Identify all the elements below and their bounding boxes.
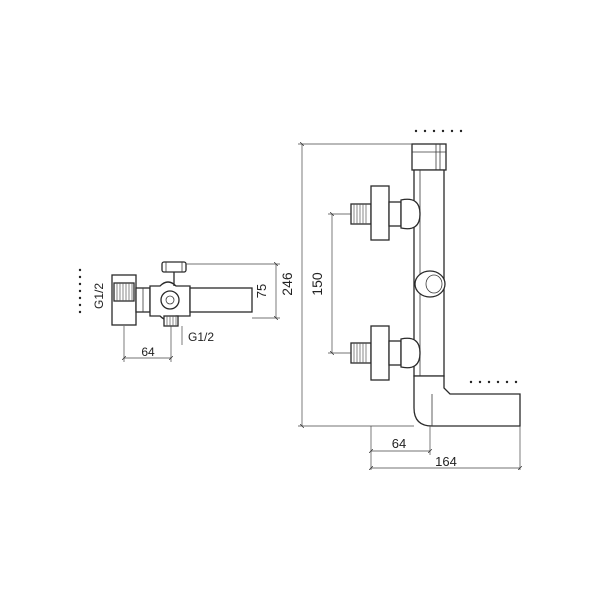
front-upper-connector — [350, 185, 421, 241]
front-top-cap — [411, 143, 447, 171]
front-lower-connector — [350, 325, 421, 381]
front-spout-length-label: 164 — [435, 454, 457, 469]
side-view: 75 64 G1/2 G1/2 — [78, 261, 280, 362]
front-total-height-label: 246 — [279, 272, 295, 296]
front-spout-dots — [469, 380, 518, 384]
side-depth-label: 64 — [141, 345, 155, 359]
side-thread-label: G1/2 — [92, 283, 106, 309]
front-center-distance-label: 150 — [309, 272, 325, 296]
side-wall-dots — [78, 268, 82, 314]
side-thread-nipple — [113, 282, 135, 302]
side-valve-knob — [160, 290, 180, 310]
side-outlet-thread-label: G1/2 — [188, 330, 214, 344]
front-projection-label: 64 — [392, 436, 406, 451]
front-view: 246 150 64 164 — [279, 129, 521, 470]
side-mixer-bar — [189, 287, 253, 313]
front-diverter-knob — [414, 270, 446, 298]
front-spout — [413, 375, 521, 427]
side-height-label: 75 — [254, 284, 269, 298]
front-top-dots — [414, 129, 463, 133]
